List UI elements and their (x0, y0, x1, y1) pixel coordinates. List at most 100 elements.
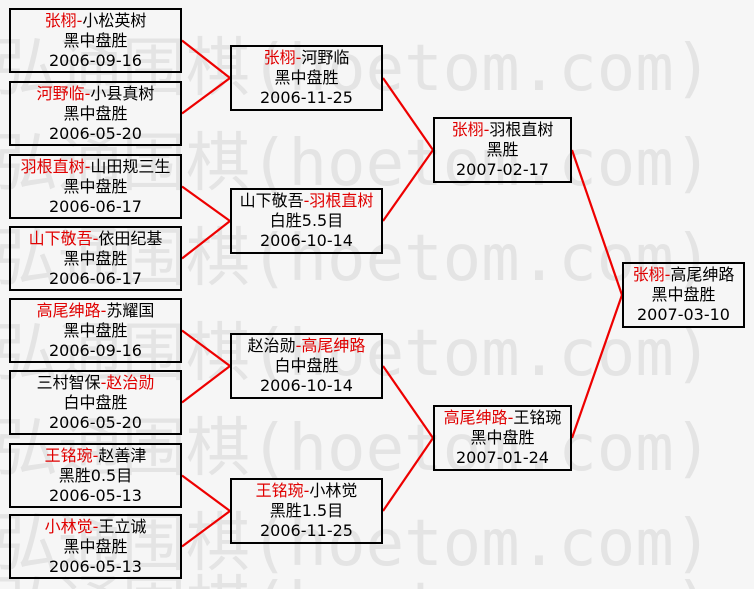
match-box-r1-1: 张栩-小松英树 黑中盘胜 2006-09-16 (9, 8, 182, 73)
match-players: 王铭琬-赵善津 (11, 446, 180, 466)
dash-separator: - (295, 48, 302, 67)
player-1: 高尾绅路 (36, 301, 101, 320)
match-result: 黑中盘胜 (63, 537, 128, 556)
match-result: 黑中盘胜 (470, 428, 535, 447)
match-date: 2006-05-13 (49, 486, 142, 505)
match-box-r2-3: 赵治勋-高尾绅路 白中盘胜 2006-10-14 (230, 333, 383, 399)
match-result: 黑中盘胜 (651, 285, 716, 304)
match-date: 2007-02-17 (456, 160, 549, 179)
match-players: 小林觉-王立诚 (11, 517, 180, 537)
player-1: 赵治勋 (247, 336, 296, 355)
match-players: 山下敬吾-依田纪基 (11, 229, 180, 249)
match-box-r2-4: 王铭琬-小林觉 黑胜1.5目 2006-11-25 (230, 478, 383, 544)
match-date: 2006-11-25 (260, 521, 353, 540)
player-2: 高尾绅路 (301, 336, 366, 355)
dash-separator: - (303, 191, 310, 210)
player-2: 依田纪基 (98, 229, 163, 248)
match-date: 2006-06-17 (49, 197, 142, 216)
match-box-r1-6: 三村智保-赵治勋 白中盘胜 2006-05-20 (9, 370, 182, 435)
match-result: 黑中盘胜 (63, 249, 128, 268)
match-result: 黑胜0.5目 (58, 466, 133, 485)
match-players: 河野临-小县真树 (11, 84, 180, 104)
match-box-r2-1: 张栩-河野临 黑中盘胜 2006-11-25 (230, 45, 383, 111)
match-players: 赵治勋-高尾绅路 (232, 336, 381, 356)
match-result: 黑中盘胜 (63, 177, 128, 196)
match-result: 黑胜1.5目 (269, 501, 344, 520)
dash-separator: - (100, 301, 107, 320)
player-2: 苏耀国 (106, 301, 155, 320)
watermark-row: 弘通围棋(hoetom.com) 弘通围棋(hoetom.com) (0, 412, 754, 486)
match-players: 张栩-羽根直树 (435, 120, 570, 140)
match-date: 2006-06-17 (49, 269, 142, 288)
match-date: 2006-05-20 (49, 124, 142, 143)
player-2: 高尾绅路 (670, 265, 735, 284)
player-2: 赵治勋 (106, 373, 155, 392)
player-1: 山下敬吾 (28, 229, 93, 248)
player-2: 王立诚 (98, 517, 147, 536)
player-1: 王铭琬 (255, 481, 304, 500)
match-date: 2006-09-16 (49, 51, 142, 70)
match-result: 黑中盘胜 (274, 68, 339, 87)
player-1: 三村智保 (36, 373, 101, 392)
player-2: 羽根直树 (309, 191, 374, 210)
player-1: 张栩 (263, 48, 296, 67)
match-date: 2006-09-16 (49, 341, 142, 360)
player-1: 羽根直树 (20, 157, 85, 176)
match-result: 白胜5.5目 (269, 211, 344, 230)
player-1: 张栩 (632, 265, 665, 284)
match-players: 羽根直树-山田规三生 (11, 157, 180, 177)
dash-separator: - (483, 120, 490, 139)
match-result: 黑中盘胜 (63, 321, 128, 340)
dash-separator: - (76, 11, 83, 30)
match-box-sf-1: 张栩-羽根直树 黑胜 2007-02-17 (433, 117, 572, 183)
dash-separator: - (100, 373, 107, 392)
match-box-r1-2: 河野临-小县真树 黑中盘胜 2006-05-20 (9, 81, 182, 146)
player-2: 山田规三生 (90, 157, 171, 176)
player-1: 山下敬吾 (239, 191, 304, 210)
player-1: 小林觉 (44, 517, 93, 536)
player-2: 小县真树 (90, 84, 155, 103)
match-box-final: 张栩-高尾绅路 黑中盘胜 2007-03-10 (622, 262, 745, 328)
match-result: 白中盘胜 (63, 393, 128, 412)
match-box-r1-3: 羽根直树-山田规三生 黑中盘胜 2006-06-17 (9, 154, 182, 219)
match-date: 2006-05-13 (49, 557, 142, 576)
player-1: 张栩 (451, 120, 484, 139)
watermark-row: 弘通围棋(hoetom.com) 弘通围棋(hoetom.com) (0, 507, 754, 581)
player-1: 高尾绅路 (443, 408, 508, 427)
player-2: 王铭琬 (513, 408, 562, 427)
match-date: 2007-01-24 (456, 448, 549, 467)
dash-separator: - (303, 481, 310, 500)
dash-separator: - (84, 157, 91, 176)
match-players: 山下敬吾-羽根直树 (232, 191, 381, 211)
player-2: 小松英树 (82, 11, 147, 30)
player-1: 王铭琬 (44, 446, 93, 465)
dash-separator: - (92, 446, 99, 465)
watermark-row: 弘通围棋(hoetom.com) 弘通围棋(hoetom.com) (0, 574, 754, 589)
match-players: 张栩-小松英树 (11, 11, 180, 31)
player-1: 河野临 (36, 84, 85, 103)
match-players: 三村智保-赵治勋 (11, 373, 180, 393)
dash-separator: - (92, 517, 99, 536)
dash-separator: - (507, 408, 514, 427)
watermark-row: 弘通围棋(hoetom.com) 弘通围棋(hoetom.com) (0, 32, 754, 106)
match-result: 黑中盘胜 (63, 31, 128, 50)
match-players: 王铭琬-小林觉 (232, 481, 381, 501)
player-1: 张栩 (44, 11, 77, 30)
player-2: 小林觉 (309, 481, 358, 500)
match-date: 2007-03-10 (637, 305, 730, 324)
match-players: 张栩-河野临 (232, 48, 381, 68)
dash-separator: - (664, 265, 671, 284)
match-box-r1-8: 小林觉-王立诚 黑中盘胜 2006-05-13 (9, 514, 182, 579)
match-players: 张栩-高尾绅路 (624, 265, 743, 285)
watermark-row: 弘通围棋(hoetom.com) 弘通围棋(hoetom.com) (0, 317, 754, 391)
match-box-sf-2: 高尾绅路-王铭琬 黑中盘胜 2007-01-24 (433, 405, 572, 471)
player-2: 羽根直树 (489, 120, 554, 139)
match-date: 2006-11-25 (260, 88, 353, 107)
match-box-r1-7: 王铭琬-赵善津 黑胜0.5目 2006-05-13 (9, 443, 182, 508)
match-box-r1-5: 高尾绅路-苏耀国 黑中盘胜 2006-09-16 (9, 298, 182, 363)
player-2: 河野临 (301, 48, 350, 67)
match-box-r2-2: 山下敬吾-羽根直树 白胜5.5目 2006-10-14 (230, 188, 383, 254)
match-date: 2006-10-14 (260, 376, 353, 395)
